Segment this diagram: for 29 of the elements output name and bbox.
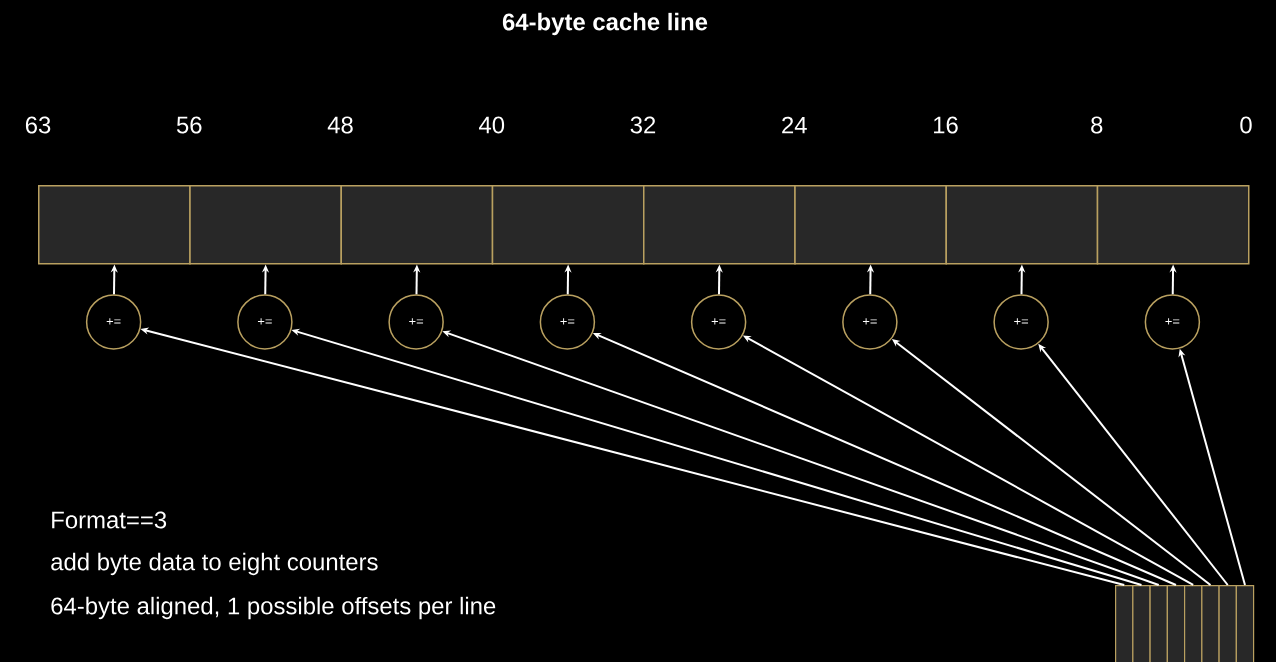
memory-cell bbox=[38, 185, 191, 265]
byte-cell bbox=[1166, 585, 1186, 662]
byte-cell bbox=[1132, 585, 1151, 662]
byte-cell bbox=[1201, 585, 1220, 662]
memory-cell bbox=[643, 185, 796, 265]
bit-index: 0 bbox=[1240, 116, 1252, 134]
byte-cell bbox=[1149, 585, 1168, 662]
byte-cell bbox=[1184, 585, 1203, 662]
byte-cell bbox=[1218, 585, 1237, 662]
bit-index: 16 bbox=[934, 116, 958, 134]
bit-index: 40 bbox=[479, 116, 505, 134]
note-text: Format==3 bbox=[52, 511, 167, 529]
bit-index: 48 bbox=[327, 116, 353, 134]
memory-cell bbox=[340, 185, 494, 265]
memory-cell bbox=[794, 185, 947, 265]
memory-cell bbox=[189, 185, 342, 265]
bit-index: 63 bbox=[25, 116, 51, 134]
bit-index: 32 bbox=[630, 116, 656, 134]
bit-index: 8 bbox=[1091, 116, 1103, 134]
memory-cell bbox=[945, 185, 1099, 265]
title: 64-byte cache line bbox=[502, 12, 708, 36]
memory-cell bbox=[1096, 185, 1250, 265]
memory-cell bbox=[491, 185, 645, 265]
bit-index: 24 bbox=[782, 116, 807, 134]
byte-cell bbox=[1235, 585, 1255, 662]
note-text: 64-byte aligned, 1 possible offsets per line bbox=[51, 596, 496, 620]
byte-cell bbox=[1115, 585, 1134, 662]
bit-index: 56 bbox=[176, 116, 202, 134]
note-text: add byte data to eight counters bbox=[51, 552, 378, 576]
